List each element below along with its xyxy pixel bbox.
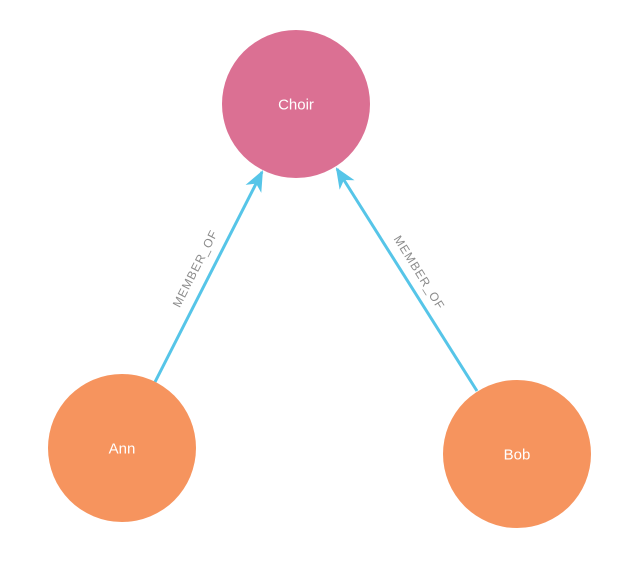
node-circle-choir[interactable] — [222, 30, 370, 178]
node-circle-ann[interactable] — [48, 374, 196, 522]
node-circle-bob[interactable] — [443, 380, 591, 528]
node-choir: Choir — [222, 30, 370, 178]
relationship-bob-choir: MEMBER_OF — [335, 167, 479, 392]
relationship-arrow-ann-choir[interactable] — [153, 170, 264, 383]
relationship-ann-choir: MEMBER_OF — [153, 170, 264, 383]
node-bob: Bob — [443, 380, 591, 528]
node-ann: Ann — [48, 374, 196, 522]
relationship-arrow-bob-choir[interactable] — [335, 167, 479, 392]
